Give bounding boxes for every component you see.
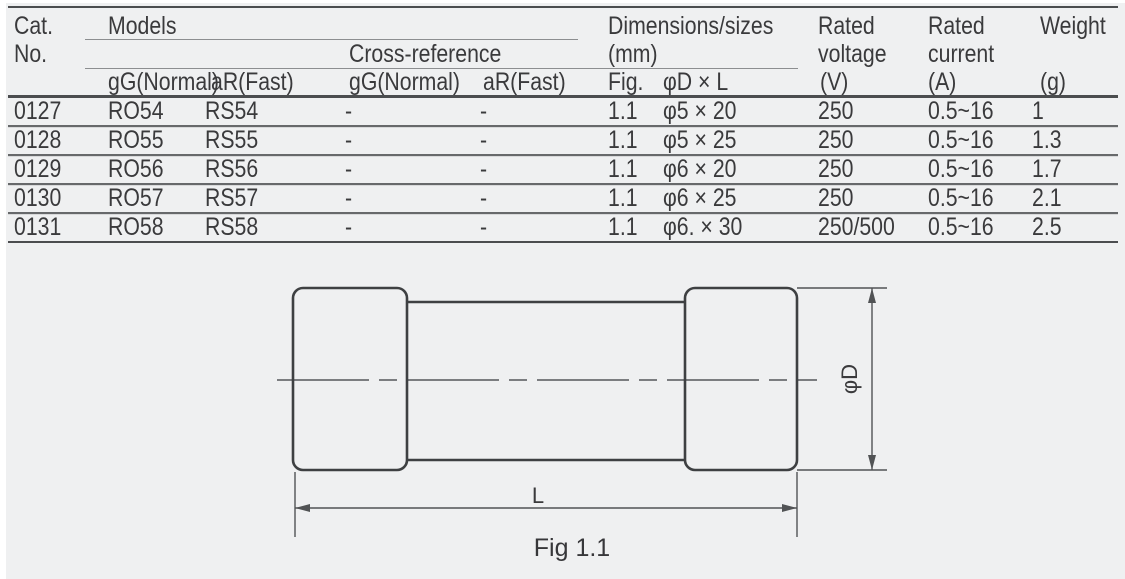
table-row: 0127 RO54 RS54 - - 1.1 φ5 × 20 250 0.5~1… — [8, 98, 1118, 127]
cell-fig: 1.1 — [608, 184, 638, 212]
cell-voltage: 250 — [818, 155, 854, 183]
fuse-right-cap — [683, 286, 799, 472]
cell-weight: 2.1 — [1032, 184, 1062, 212]
header-dimensions: Dimensions/sizes — [608, 12, 774, 40]
cell-xref-ar: - — [480, 184, 488, 212]
cell-voltage: 250 — [818, 184, 854, 212]
cell-voltage: 250 — [818, 126, 854, 154]
header-rated-current-1: Rated — [928, 12, 985, 40]
subheader-model-ar: aR(Fast) — [211, 68, 294, 96]
figure-caption: Fig 1.1 — [533, 534, 611, 562]
cell-weight: 1.3 — [1032, 126, 1062, 154]
models-underline — [85, 39, 578, 40]
cell-fig: 1.1 — [608, 213, 638, 241]
fuse-spec-table: Cat. No. Models Cross-reference Dimensio… — [8, 6, 1118, 243]
cell-xref-ar: - — [480, 155, 488, 183]
diameter-arrow-top — [868, 288, 876, 303]
fuse-technical-drawing: φD L — [277, 286, 887, 537]
cell-model-ar: RS55 — [205, 126, 259, 154]
cell-current: 0.5~16 — [928, 97, 994, 125]
header-rated-voltage-unit: (V) — [820, 68, 849, 96]
subheader-xref-gg: gG(Normal) — [349, 68, 460, 96]
header-cross-reference: Cross-reference — [349, 40, 502, 68]
cell-cat: 0128 — [14, 126, 62, 154]
cell-cat: 0127 — [14, 97, 62, 125]
diameter-arrow-bottom — [868, 455, 876, 470]
cell-xref-ar: - — [480, 213, 488, 241]
fuse-left-cap — [291, 286, 409, 472]
cell-dim: φ6. × 30 — [663, 213, 743, 241]
subheader-fig: Fig. — [608, 68, 644, 96]
cell-xref-gg: - — [345, 184, 353, 212]
length-arrow-left — [295, 504, 310, 512]
cell-fig: 1.1 — [608, 155, 638, 183]
table-row: 0131 RO58 RS58 - - 1.1 φ6. × 30 250/500 … — [8, 214, 1118, 243]
diameter-label: φD — [837, 364, 862, 394]
cell-weight: 1.7 — [1032, 155, 1062, 183]
cell-weight: 2.5 — [1032, 213, 1062, 241]
cell-model-gg: RO54 — [108, 97, 164, 125]
cell-cat: 0130 — [14, 184, 62, 212]
cross-reference-underline — [85, 68, 798, 69]
cell-model-gg: RO58 — [108, 213, 164, 241]
header-no: No. — [14, 40, 48, 68]
cell-xref-gg: - — [345, 126, 353, 154]
header-models-group: Models — [108, 12, 177, 40]
cell-model-gg: RO55 — [108, 126, 164, 154]
cell-xref-ar: - — [480, 126, 488, 154]
cell-xref-ar: - — [480, 97, 488, 125]
table-row: 0128 RO55 RS55 - - 1.1 φ5 × 25 250 0.5~1… — [8, 127, 1118, 156]
table-row: 0129 RO56 RS56 - - 1.1 φ6 × 20 250 0.5~1… — [8, 156, 1118, 185]
cell-dim: φ6 × 20 — [663, 155, 737, 183]
cell-current: 0.5~16 — [928, 155, 994, 183]
header-dimensions-unit: (mm) — [608, 40, 658, 68]
header-rated-current-unit: (A) — [928, 68, 957, 96]
cell-current: 0.5~16 — [928, 213, 994, 241]
cell-current: 0.5~16 — [928, 184, 994, 212]
cell-voltage: 250/500 — [818, 213, 895, 241]
table-header: Cat. No. Models Cross-reference Dimensio… — [8, 6, 1118, 98]
cell-dim: φ5 × 20 — [663, 97, 737, 125]
cell-dim: φ5 × 25 — [663, 126, 737, 154]
length-arrow-right — [782, 504, 797, 512]
cell-model-ar: RS58 — [205, 213, 259, 241]
subheader-model-gg: gG(Normal) — [108, 68, 219, 96]
cell-voltage: 250 — [818, 97, 854, 125]
table-row: 0130 RO57 RS57 - - 1.1 φ6 × 25 250 0.5~1… — [8, 185, 1118, 214]
cell-model-gg: RO57 — [108, 184, 164, 212]
cell-current: 0.5~16 — [928, 126, 994, 154]
cell-dim: φ6 × 25 — [663, 184, 737, 212]
cell-xref-gg: - — [345, 97, 353, 125]
page-background — [6, 3, 1125, 579]
cell-model-ar: RS57 — [205, 184, 259, 212]
subheader-xref-ar: aR(Fast) — [483, 68, 566, 96]
length-label: L — [532, 483, 544, 508]
cell-cat: 0129 — [14, 155, 62, 183]
cell-model-ar: RS54 — [205, 97, 259, 125]
cell-weight: 1 — [1032, 97, 1044, 125]
cell-fig: 1.1 — [608, 126, 638, 154]
header-cat: Cat. — [14, 12, 53, 40]
header-rated-voltage-2: voltage — [818, 40, 887, 68]
cell-xref-gg: - — [345, 155, 353, 183]
cell-model-ar: RS56 — [205, 155, 259, 183]
header-rated-current-2: current — [928, 40, 995, 68]
header-rated-voltage-1: Rated — [818, 12, 875, 40]
cell-cat: 0131 — [14, 213, 62, 241]
header-weight: Weight — [1040, 12, 1106, 40]
subheader-dim: φD × L — [663, 68, 729, 96]
header-weight-unit: (g) — [1040, 68, 1066, 96]
cell-xref-gg: - — [345, 213, 353, 241]
cell-fig: 1.1 — [608, 97, 638, 125]
cell-model-gg: RO56 — [108, 155, 164, 183]
table-body: 0127 RO54 RS54 - - 1.1 φ5 × 20 250 0.5~1… — [8, 98, 1118, 243]
